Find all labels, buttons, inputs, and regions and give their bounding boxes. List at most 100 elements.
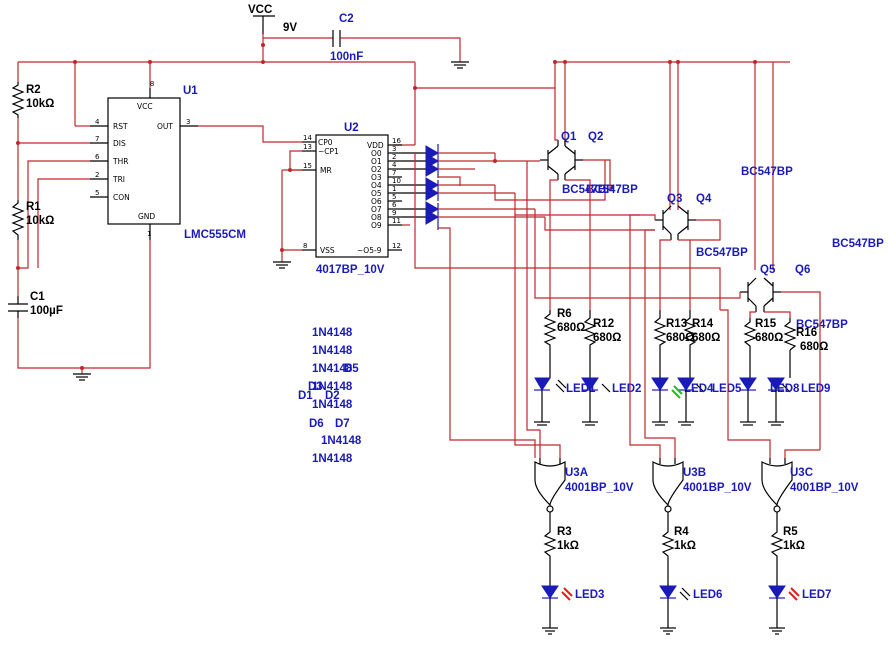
led9-label: LED9 — [801, 383, 830, 395]
u2-o4-pin: O4 — [371, 181, 382, 190]
r6-value: 680Ω — [557, 322, 585, 334]
u3b-label: U3B — [683, 467, 706, 479]
nor-gate-u3a: U3A 4001BP_10V — [534, 461, 634, 528]
u3c-model: 4001BP_10V — [790, 482, 859, 494]
u1-con-pin: CON — [113, 193, 130, 202]
r16-label: R16 — [796, 327, 817, 339]
diode-part-label: 1N4148 — [312, 345, 353, 357]
u3b-model: 4001BP_10V — [683, 482, 752, 494]
q6-model: BC547BP — [796, 319, 848, 331]
u2-o5-pin: O5 — [371, 189, 382, 198]
u1-label: U1 — [183, 85, 198, 97]
r4-label: R4 — [674, 526, 689, 538]
timer-ic-u1: 8 VCC 4 RST 7 DIS 6 THR 2 TRI 5 CON 3 OU… — [90, 79, 246, 241]
c1-label: C1 — [30, 291, 45, 303]
nor-gate-u3b: U3B 4001BP_10V — [652, 461, 752, 528]
u2-pin-11: 11 — [392, 217, 401, 225]
led8-label: LED8 — [770, 383, 800, 395]
r15-label: R15 — [755, 318, 777, 330]
r5-value: 1kΩ — [783, 540, 805, 552]
r2-value: 10kΩ — [26, 98, 54, 110]
q1-label: Q1 — [561, 131, 577, 143]
u1-pin-8: 8 — [150, 79, 154, 88]
u2-cp1-pin: ~CP1 — [318, 147, 339, 156]
q4-label: Q4 — [696, 193, 712, 205]
u2-pin-8: 8 — [303, 242, 307, 250]
u1-out-pin: OUT — [157, 122, 173, 131]
u2-o3-pin: O3 — [371, 173, 382, 182]
resistor-r4: R4 1kΩ — [661, 526, 696, 586]
resistor-r5: R5 1kΩ — [770, 526, 805, 586]
resistor-r14: R14 680Ω — [683, 310, 720, 350]
r13-label: R13 — [666, 318, 687, 330]
diode-d6-label: D6 — [309, 418, 324, 430]
resistor-r13: R13 680Ω — [653, 310, 694, 350]
u1-pin-1: 1 — [147, 230, 151, 238]
led-row: LED1 LED2 LED4 LED5 LED8 LED9 — [534, 377, 830, 399]
led7-label: LED7 — [802, 589, 831, 601]
r13-value: 680Ω — [666, 332, 694, 344]
u2-mr-pin: MR — [320, 166, 332, 175]
capacitor-c1: C1 100µF — [8, 291, 63, 318]
diode-d1-label: D1 — [298, 390, 313, 402]
q4-model: BC547BP — [696, 247, 748, 259]
u2-pin-7: 7 — [392, 169, 396, 177]
r3-label: R3 — [557, 526, 572, 538]
c2-value: 100nF — [330, 51, 363, 63]
u1-vcc-pin: VCC — [137, 102, 153, 111]
u2-pin-3: 3 — [392, 145, 396, 153]
r15-value: 680Ω — [755, 332, 783, 344]
diode-d7-label: D7 — [335, 418, 350, 430]
transistor-pair-q3-q4: Q3 Q4 BC547BP — [655, 193, 748, 259]
u2-o0-pin: O0 — [371, 149, 382, 158]
u1-rst-pin: RST — [113, 122, 128, 131]
diode-part-label: 1N4148 — [312, 453, 353, 465]
q2-model: BC547BP — [586, 184, 638, 196]
u1-pin-5: 5 — [95, 189, 99, 197]
resistor-r16: R16 680Ω — [783, 318, 828, 353]
led3-label: LED3 — [575, 589, 604, 601]
u2-o6-pin: O6 — [371, 197, 382, 206]
led5-label: LED5 — [712, 383, 742, 395]
u2-pin-14: 14 — [303, 134, 312, 142]
r14-value: 680Ω — [692, 332, 720, 344]
diode-part-label: 1N4148 — [312, 381, 353, 393]
r4-value: 1kΩ — [674, 540, 696, 552]
u1-thr-pin: THR — [112, 157, 128, 166]
diode-part-label: 1N4148 — [312, 399, 353, 411]
r5-label: R5 — [783, 526, 798, 538]
u2-pin-5: 5 — [392, 193, 396, 201]
diode-labels: 1N4148 1N4148 1N4148 D5 1N4148 D3 D1 D2 … — [298, 327, 362, 465]
u2-cp0-pin: CP0 — [318, 138, 333, 147]
transistor-pair-q5-q6: Q5 Q6 BC547BP — [740, 264, 848, 331]
u1-pin-6: 6 — [95, 153, 100, 161]
led-grounds — [534, 390, 784, 426]
u2-o7-pin: O7 — [371, 205, 382, 214]
u2-pin-2: 2 — [392, 153, 396, 161]
diode-d3-label: D3 — [308, 381, 323, 393]
u1-tri-pin: TRI — [112, 175, 125, 184]
transistor-pair-q1-q2: Q1 Q2 BC547BP BC547BP — [540, 131, 638, 196]
q3-label: Q3 — [667, 193, 682, 205]
u1-pin-3: 3 — [186, 118, 190, 126]
q5-model: BC547BP — [832, 238, 884, 250]
r3-value: 1kΩ — [557, 540, 579, 552]
q2-label: Q2 — [588, 131, 603, 143]
u2-pin-16: 16 — [392, 137, 401, 145]
resistor-r2: R2 10kΩ — [11, 82, 54, 118]
resistor-r6: R6 680Ω — [543, 308, 585, 350]
r1-value: 10kΩ — [26, 215, 54, 227]
u1-pin-2: 2 — [95, 171, 99, 179]
u2-pin-12: 12 — [392, 242, 401, 250]
c1-value: 100µF — [30, 305, 63, 317]
u2-pin-4: 4 — [392, 161, 397, 169]
u2-pin-13: 13 — [303, 143, 312, 151]
vcc-voltage-label: 9V — [283, 22, 297, 34]
led1-label: LED1 — [566, 383, 596, 395]
u3a-label: U3A — [565, 467, 588, 479]
u1-dis-pin: DIS — [113, 139, 126, 148]
u2-o2-pin: O2 — [371, 165, 382, 174]
u2-vss-pin: VSS — [320, 246, 335, 255]
